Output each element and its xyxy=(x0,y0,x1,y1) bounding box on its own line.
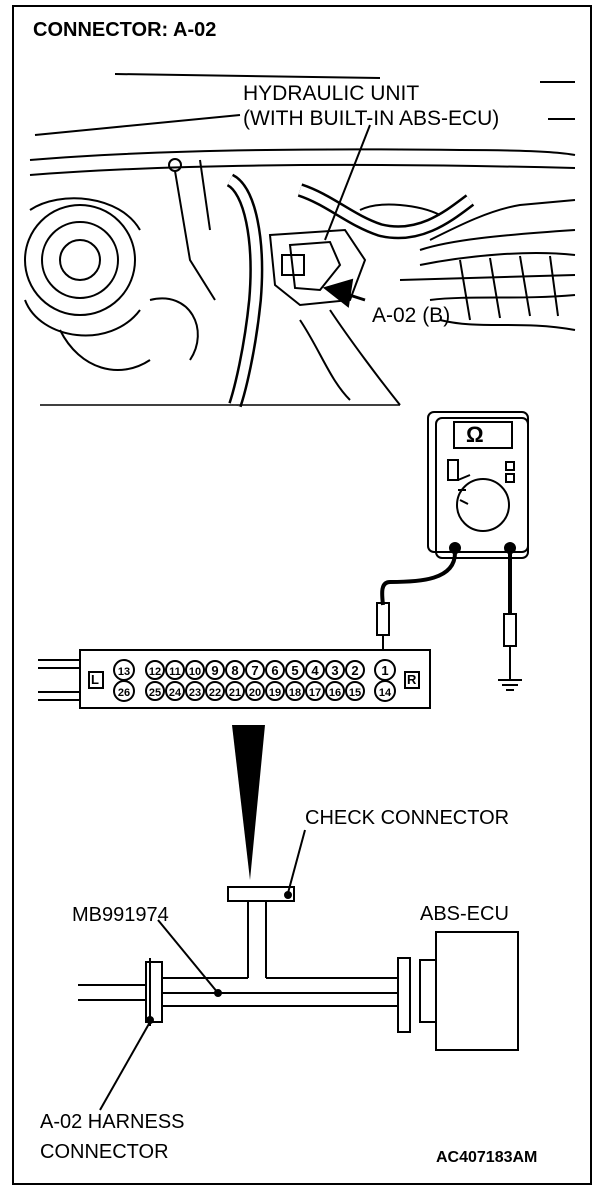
pin-circle xyxy=(245,681,265,701)
pin-circle xyxy=(345,681,365,701)
engine-bay-sketch xyxy=(24,73,576,408)
pin-circle xyxy=(145,660,165,680)
pin-number: 20 xyxy=(249,687,261,699)
pin-row-bottom: 26 25 24 23 22 21 20 19 18 17 16 15 14 xyxy=(113,680,396,702)
check-connector-label: CHECK CONNECTOR xyxy=(305,807,510,829)
pin-number: 26 xyxy=(118,687,130,699)
figure-code: AC407183AM xyxy=(436,1149,538,1166)
pin-number: 7 xyxy=(251,663,258,678)
pin-number: 10 xyxy=(189,666,201,678)
pin-circle xyxy=(165,681,185,701)
pin-number: 8 xyxy=(231,663,238,678)
harness-connector-sublabel: CONNECTOR xyxy=(40,1141,169,1163)
pin-number: 22 xyxy=(209,687,221,699)
connector-callout-label: A-02 (B) xyxy=(372,304,451,327)
ohm-symbol: Ω xyxy=(466,422,484,447)
pin-number: 23 xyxy=(189,687,201,699)
pin-circle xyxy=(325,681,345,701)
figure-title: CONNECTOR: A-02 xyxy=(33,19,217,41)
pin-circle xyxy=(185,681,205,701)
pin-circle xyxy=(285,660,305,680)
pin-number: 11 xyxy=(169,666,181,678)
pin-number: 2 xyxy=(351,663,358,678)
pin-number: 18 xyxy=(289,687,301,699)
pin-number: 21 xyxy=(229,687,241,699)
pin-circle xyxy=(225,681,245,701)
pin-number: 17 xyxy=(309,687,321,699)
pin-circle xyxy=(113,680,135,702)
pin-circle xyxy=(325,660,345,680)
pin-number: 4 xyxy=(311,663,319,678)
hydraulic-unit-label: HYDRAULIC UNIT xyxy=(243,82,420,105)
pin-circle xyxy=(305,681,325,701)
pin-circle xyxy=(374,680,396,702)
pin-number: 9 xyxy=(211,663,218,678)
pin-number: 25 xyxy=(149,687,161,699)
connector-left-marker: L xyxy=(91,672,99,687)
pin-number: 1 xyxy=(381,663,388,678)
hydraulic-unit-sublabel: (WITH BUILT-IN ABS-ECU) xyxy=(243,107,500,130)
pin-number: 24 xyxy=(169,687,182,699)
pin-circle xyxy=(145,681,165,701)
pin-circle xyxy=(225,660,245,680)
pin-circle xyxy=(265,660,285,680)
pin-number: 19 xyxy=(269,687,281,699)
abs-ecu-label: ABS-ECU xyxy=(420,903,509,925)
pin-circle xyxy=(345,660,365,680)
pin-number: 12 xyxy=(149,666,161,678)
pin-circle xyxy=(205,681,225,701)
pin-number: 14 xyxy=(379,687,392,699)
pin-circle xyxy=(265,681,285,701)
pin-number: 15 xyxy=(349,687,361,699)
pin-circle xyxy=(165,660,185,680)
pin-circle xyxy=(245,660,265,680)
ohmmeter xyxy=(376,411,529,691)
pin-number: 13 xyxy=(118,666,130,678)
callout-wedge xyxy=(232,725,265,880)
pin-number: 6 xyxy=(271,663,278,678)
pin-circle xyxy=(285,681,305,701)
tool-number-label: MB991974 xyxy=(72,904,169,926)
pin-number: 16 xyxy=(329,687,341,699)
pin-circle xyxy=(205,660,225,680)
connector-right-marker: R xyxy=(407,672,417,687)
pin-number: 5 xyxy=(291,663,298,678)
pin-circle xyxy=(185,660,205,680)
harness-setup xyxy=(78,829,519,1111)
pin-circle xyxy=(305,660,325,680)
pin-number: 3 xyxy=(331,663,338,678)
harness-connector-label: A-02 HARNESS xyxy=(40,1111,185,1133)
